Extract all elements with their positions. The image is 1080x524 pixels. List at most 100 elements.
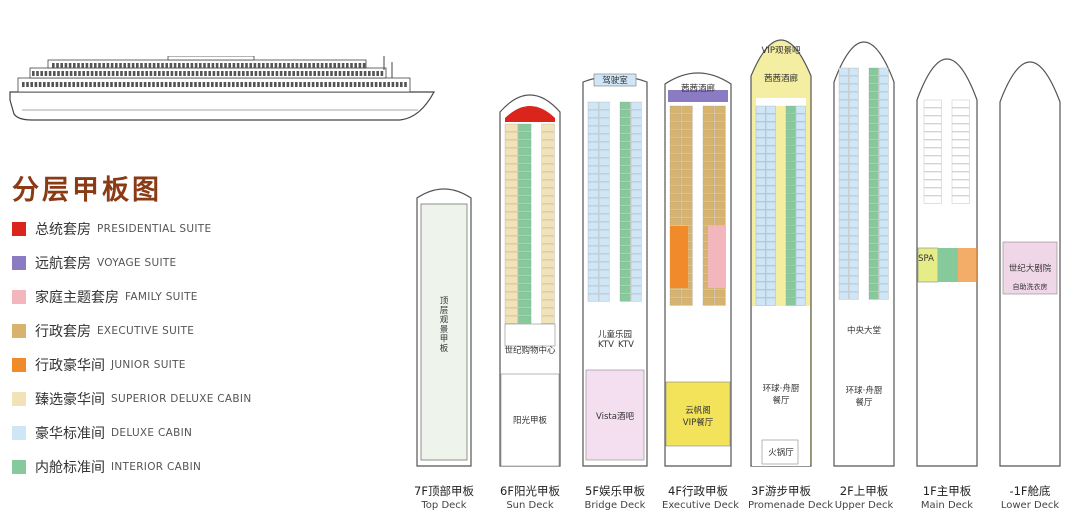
side-window bbox=[332, 82, 336, 87]
cabin-cell bbox=[848, 147, 859, 156]
side-window bbox=[270, 63, 273, 68]
cabin-cell bbox=[951, 147, 970, 156]
legend: 总统套房 PRESIDENTIAL SUITE 远航套房 VOYAGE SUIT… bbox=[12, 212, 251, 484]
side-window bbox=[81, 63, 84, 68]
cabin-cell bbox=[923, 115, 942, 124]
cabin-cell bbox=[504, 251, 518, 260]
cabin-cell bbox=[619, 245, 631, 254]
cabin-cell bbox=[765, 297, 776, 306]
cabin-cell bbox=[619, 205, 631, 214]
side-window bbox=[253, 82, 256, 87]
cabin-cell bbox=[619, 293, 631, 302]
side-window bbox=[245, 63, 248, 68]
side-window bbox=[82, 71, 85, 76]
cabin-cell bbox=[848, 267, 859, 276]
side-window bbox=[287, 63, 290, 68]
cabin-cell bbox=[848, 219, 859, 228]
cabin-cell bbox=[598, 141, 610, 150]
cabin-cell bbox=[765, 273, 776, 282]
cabin-cell bbox=[587, 221, 599, 230]
cabin-cell bbox=[587, 165, 599, 174]
legend-swatch bbox=[12, 256, 26, 270]
cabin-cell bbox=[619, 101, 631, 110]
side-window bbox=[240, 82, 243, 87]
side-window bbox=[164, 82, 168, 87]
cabin-cell bbox=[868, 283, 879, 292]
side-window bbox=[212, 71, 216, 76]
cabin-cell bbox=[518, 251, 532, 260]
cabin-cell bbox=[630, 213, 642, 222]
side-window bbox=[200, 71, 203, 76]
cabin-cell bbox=[541, 195, 555, 204]
area-global-dining-3f: 环球·舟厨 餐厅 bbox=[762, 384, 800, 406]
deck-name-cn: 2F上甲板 bbox=[839, 484, 889, 498]
cabin-cell bbox=[587, 245, 599, 254]
side-window bbox=[228, 63, 231, 68]
side-window bbox=[99, 71, 102, 76]
cabin-cell bbox=[587, 269, 599, 278]
side-window bbox=[248, 82, 252, 87]
cabin-cell bbox=[795, 281, 806, 290]
cabin-cell bbox=[598, 269, 610, 278]
cabin-cell bbox=[541, 283, 555, 292]
cabin-cell bbox=[714, 113, 726, 122]
cabin-cell bbox=[951, 99, 970, 108]
cabin-cell bbox=[848, 155, 859, 164]
cabin-cell bbox=[838, 163, 849, 172]
cabin-cell bbox=[785, 241, 796, 250]
cabin-cell bbox=[848, 67, 859, 76]
deck-name-en: Upper Deck bbox=[834, 500, 894, 511]
cabin-cell bbox=[587, 173, 599, 182]
cabin-cell bbox=[630, 205, 642, 214]
cabin-cell bbox=[795, 129, 806, 138]
legend-label-cn: 行政豪华间 bbox=[35, 358, 105, 374]
side-window bbox=[349, 82, 353, 87]
cabin-cell bbox=[785, 273, 796, 282]
side-window bbox=[229, 71, 232, 76]
cabin-cell bbox=[504, 299, 518, 308]
side-window bbox=[368, 71, 371, 76]
side-window bbox=[295, 82, 298, 87]
legend-swatch bbox=[12, 460, 26, 474]
cabin-cell bbox=[518, 187, 532, 196]
side-window bbox=[89, 82, 92, 87]
side-window bbox=[383, 82, 386, 87]
cabin-cell bbox=[518, 195, 532, 204]
side-window bbox=[374, 82, 378, 87]
cabin-cell bbox=[848, 251, 859, 260]
cabin-cell bbox=[619, 189, 631, 198]
side-window bbox=[246, 71, 249, 76]
side-window bbox=[68, 82, 71, 87]
side-window bbox=[169, 63, 173, 68]
cabin-cell bbox=[619, 109, 631, 118]
cabin-cell bbox=[619, 229, 631, 238]
cabin-cell bbox=[923, 171, 942, 180]
side-window bbox=[160, 82, 164, 87]
side-window bbox=[376, 71, 379, 76]
ship-side-profile bbox=[8, 55, 438, 132]
side-window bbox=[266, 63, 269, 68]
cabin-cell bbox=[951, 163, 970, 172]
side-window bbox=[312, 63, 315, 68]
cabin-cell bbox=[838, 187, 849, 196]
side-window bbox=[190, 82, 193, 87]
cabin-cell bbox=[518, 291, 532, 300]
side-window bbox=[313, 71, 316, 76]
side-window bbox=[329, 63, 332, 68]
deck-b1: 世纪大剧院 自助洗衣房 -1F舱底 Lower Deck bbox=[997, 32, 1063, 520]
side-window bbox=[76, 82, 80, 87]
side-window bbox=[57, 71, 60, 76]
cabin-cell bbox=[518, 139, 532, 148]
cabin-cell bbox=[619, 277, 631, 286]
deck-name-cn: 6F阳光甲板 bbox=[500, 484, 560, 498]
side-window bbox=[64, 63, 68, 68]
cabin-cell bbox=[681, 193, 693, 202]
cabin-cell bbox=[630, 269, 642, 278]
cabin-cell bbox=[755, 265, 766, 274]
legend-item-presidential: 总统套房 PRESIDENTIAL SUITE bbox=[12, 212, 251, 246]
cabin-cell bbox=[785, 289, 796, 298]
area-global-dining-2f: 环球·舟厨 餐厅 bbox=[845, 386, 883, 408]
side-window bbox=[237, 71, 241, 76]
cabin-cell bbox=[630, 197, 642, 206]
side-window bbox=[345, 82, 348, 87]
